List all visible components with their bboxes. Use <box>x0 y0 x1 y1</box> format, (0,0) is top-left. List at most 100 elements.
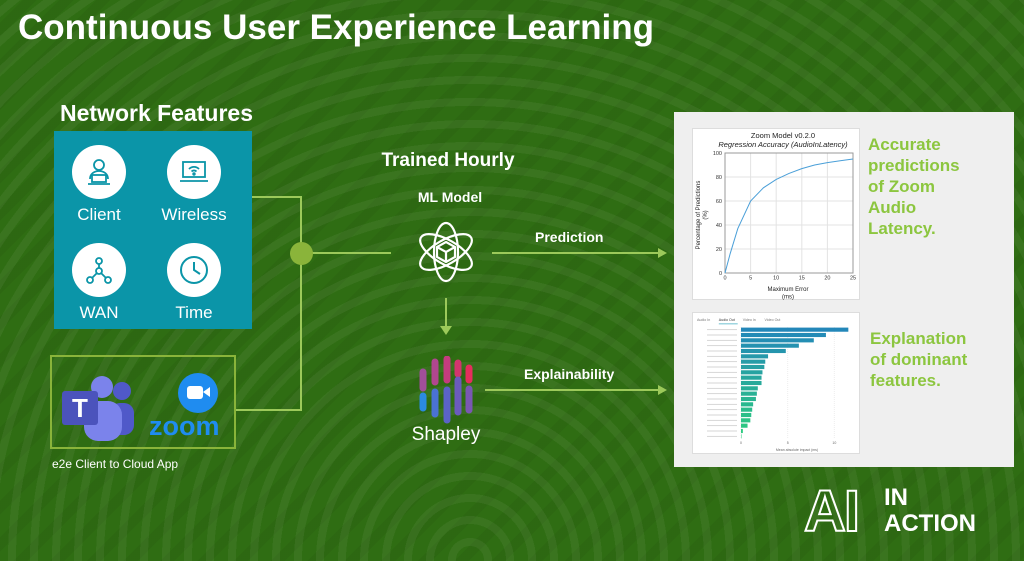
explainability-arrow <box>485 389 660 391</box>
teams-logo-icon: T <box>62 376 134 441</box>
feature-name-placeholder <box>707 409 737 411</box>
feature-bar <box>741 418 751 423</box>
explanation-caption: Explanation of dominant features. <box>870 329 968 390</box>
feature-name-placeholder <box>707 435 737 437</box>
feature-name-placeholder <box>707 350 737 352</box>
x-axis-label: Mean absolute impact (ms) <box>776 448 818 452</box>
y-tick-label: 0 <box>719 271 722 277</box>
feature-time: Time <box>149 243 239 323</box>
feature-name-placeholder <box>707 377 737 379</box>
feature-name-placeholder <box>707 430 737 432</box>
results-panel: Zoom Model v0.2.0 Regression Accuracy (A… <box>674 112 1014 467</box>
feature-name-placeholder <box>707 329 737 331</box>
teams-logo-letter: T <box>72 393 88 423</box>
bar-chart-tab: Video Out <box>765 318 781 322</box>
feature-bar <box>741 370 763 375</box>
plot-frame <box>724 152 854 274</box>
ml-model-label: ML Model <box>417 189 483 205</box>
logo-in: IN <box>884 484 908 511</box>
arrowhead <box>658 248 667 258</box>
y-tick-label: 100 <box>713 151 722 157</box>
x-axis-unit: (ms) <box>782 295 794 301</box>
feature-name-placeholder <box>707 355 737 357</box>
accuracy-series-line <box>724 158 854 274</box>
zoom-camera-icon <box>178 373 218 413</box>
chart-subtitle: Regression Accuracy (AudioInLatency) <box>718 140 848 149</box>
feature-name-placeholder <box>707 398 737 400</box>
y-tick-label: 80 <box>716 175 722 181</box>
bar-chart-tab: Video In <box>743 318 756 322</box>
feature-label: Wireless <box>161 205 227 224</box>
connector <box>236 409 301 411</box>
feature-bar <box>741 327 849 332</box>
down-arrow <box>445 298 447 328</box>
connector <box>252 196 301 198</box>
zoom-logo-text: zoom <box>149 411 220 441</box>
bar-chart-tab: Audio In <box>697 318 710 322</box>
feature-label: WAN <box>79 303 119 322</box>
feature-name-placeholder <box>707 339 737 341</box>
x-tick-label: 10 <box>773 276 779 282</box>
x-tick-label: 15 <box>799 276 805 282</box>
logo-action: ACTION <box>884 510 976 537</box>
x-tick-label: 5 <box>749 276 752 282</box>
connector <box>301 252 391 254</box>
feature-name-placeholder <box>707 334 737 336</box>
x-tick-label: 0 <box>723 276 726 282</box>
network-features-box: Client Wireless WAN Time <box>54 131 252 329</box>
y-tick-label: 20 <box>716 247 722 253</box>
x-tick-label: 10 <box>832 441 836 445</box>
feature-client: Client <box>54 145 144 225</box>
feature-bar <box>741 332 826 338</box>
network-nodes-icon <box>72 243 126 297</box>
feature-name-placeholder <box>707 361 737 363</box>
feature-bar <box>741 338 814 343</box>
feature-bar <box>741 359 766 364</box>
feature-name-placeholder <box>707 382 737 384</box>
feature-name-placeholder <box>707 419 737 421</box>
feature-bar <box>741 434 742 439</box>
y-axis-label: Percentage of Predictions <box>696 181 702 250</box>
feature-bar <box>741 391 757 396</box>
x-tick-label: 25 <box>850 276 856 282</box>
ai-in-action-logo: AI IN ACTION <box>803 478 1004 545</box>
prediction-arrow <box>492 252 660 254</box>
accuracy-line-chart: Zoom Model v0.2.0 Regression Accuracy (A… <box>696 131 856 301</box>
apps-caption: e2e Client to Cloud App <box>52 457 179 471</box>
shapley-logo-icon <box>419 356 473 424</box>
feature-bar <box>741 354 769 359</box>
feature-bar <box>741 407 753 412</box>
junction-dot <box>290 242 313 265</box>
feature-label: Time <box>175 303 213 322</box>
user-laptop-icon <box>72 145 126 199</box>
atom-icon <box>419 221 473 283</box>
feature-bar <box>741 428 743 434</box>
feature-wan: WAN <box>54 243 144 323</box>
feature-name-placeholder <box>707 403 737 405</box>
feature-name-placeholder <box>707 371 737 373</box>
y-tick-label: 60 <box>716 199 722 205</box>
connector <box>300 196 302 411</box>
arrowhead <box>440 326 452 335</box>
feature-label: Client <box>77 205 121 224</box>
shapley-label: Shapley <box>411 424 481 445</box>
feature-name-placeholder <box>707 345 737 347</box>
chart-title: Zoom Model v0.2.0 <box>751 131 815 140</box>
accuracy-caption: Accurate predictions of Zoom Audio Laten… <box>868 135 960 238</box>
arrowhead <box>658 385 667 395</box>
feature-name-placeholder <box>707 425 737 427</box>
explainability-label: Explainability <box>524 366 615 382</box>
logo-ai: AI <box>803 478 861 545</box>
slide-title: Continuous User Experience Learning <box>18 8 654 47</box>
network-features-heading: Network Features <box>60 100 254 126</box>
active-tab-underline <box>718 323 738 325</box>
feature-name-placeholder <box>707 366 737 368</box>
feature-bar <box>741 343 799 348</box>
feature-name-placeholder <box>707 387 737 389</box>
x-tick-label: 0 <box>740 441 742 445</box>
accuracy-chart-card: Zoom Model v0.2.0 Regression Accuracy (A… <box>692 128 860 301</box>
feature-bar <box>741 396 756 402</box>
feature-name-placeholder <box>707 393 737 395</box>
